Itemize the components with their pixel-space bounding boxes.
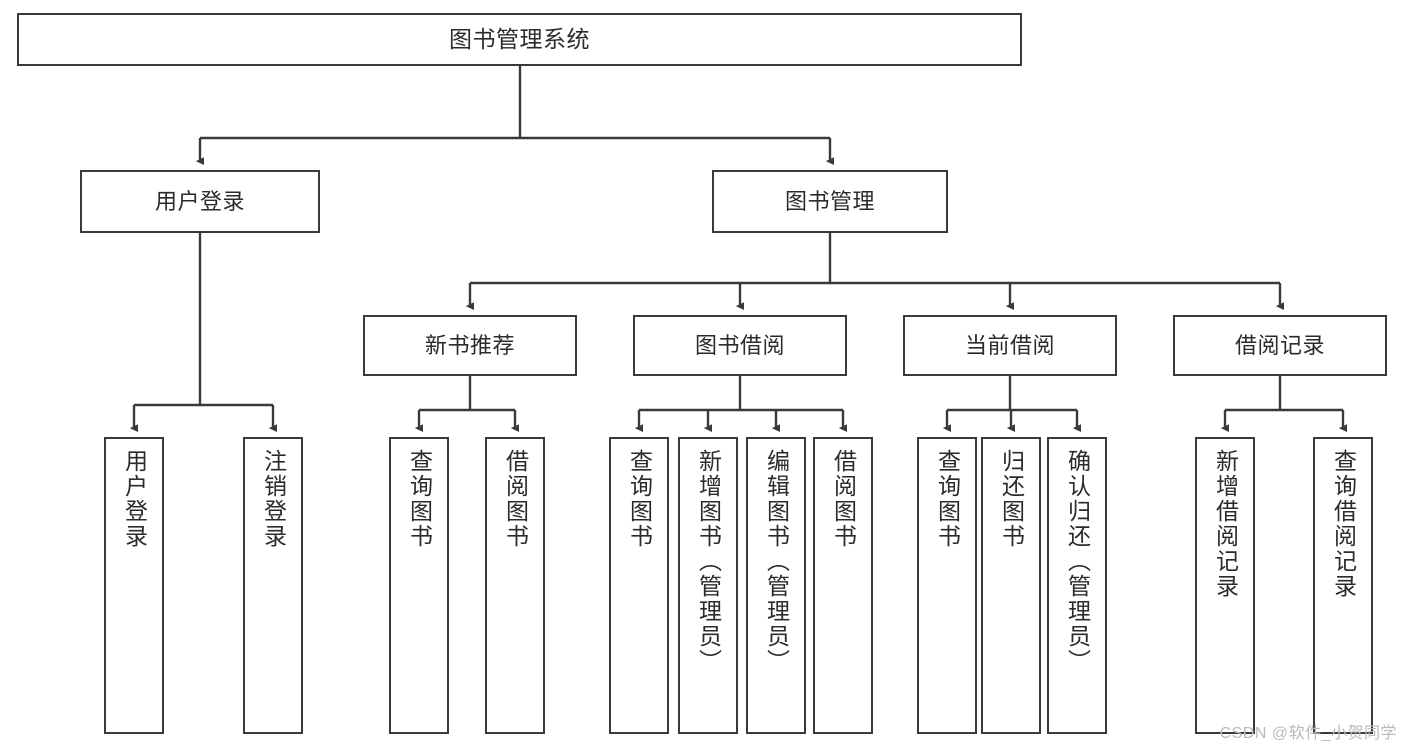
node-leaf-edit-b[interactable]: 编辑图书（管理员）: [746, 437, 806, 734]
node-label-leaf-borrow-b: 借阅图书: [830, 449, 857, 549]
node-leaf-add-b[interactable]: 新增图书（管理员）: [678, 437, 738, 734]
node-leaf-query-b[interactable]: 查询图书: [609, 437, 669, 734]
node-label-records: 借阅记录: [1234, 332, 1325, 358]
node-leaf-logout[interactable]: 注销登录: [243, 437, 303, 734]
node-leaf-add-r[interactable]: 新增借阅记录: [1195, 437, 1255, 734]
node-label-leaf-logout: 注销登录: [260, 449, 287, 549]
node-label-leaf-borrow-nb: 借阅图书: [502, 449, 529, 549]
node-newbook[interactable]: 新书推荐: [363, 315, 577, 376]
node-label-leaf-edit-b: 编辑图书（管理员）: [763, 449, 790, 674]
node-leaf-borrow-nb[interactable]: 借阅图书: [485, 437, 545, 734]
node-label-bookmgr: 图书管理: [784, 188, 875, 214]
node-leaf-query-c[interactable]: 查询图书: [917, 437, 977, 734]
node-label-leaf-login: 用户登录: [121, 449, 148, 549]
node-current[interactable]: 当前借阅: [903, 315, 1117, 376]
node-login[interactable]: 用户登录: [80, 170, 320, 233]
node-label-leaf-return-c: 归还图书: [998, 449, 1025, 549]
node-records[interactable]: 借阅记录: [1173, 315, 1387, 376]
node-label-login: 用户登录: [154, 188, 245, 214]
node-label-root: 图书管理系统: [449, 25, 590, 52]
node-leaf-query-nb[interactable]: 查询图书: [389, 437, 449, 734]
node-label-leaf-add-b: 新增图书（管理员）: [695, 449, 722, 674]
node-label-borrow: 图书借阅: [694, 332, 785, 358]
node-leaf-return-c[interactable]: 归还图书: [981, 437, 1041, 734]
node-root[interactable]: 图书管理系统: [17, 13, 1022, 66]
node-leaf-login[interactable]: 用户登录: [104, 437, 164, 734]
node-leaf-confirm-c[interactable]: 确认归还（管理员）: [1047, 437, 1107, 734]
node-label-leaf-query-b: 查询图书: [626, 449, 653, 549]
node-label-current: 当前借阅: [964, 332, 1055, 358]
watermark-text: CSDN @软件_小贺同学: [1219, 725, 1397, 742]
node-label-newbook: 新书推荐: [424, 332, 515, 358]
node-label-leaf-confirm-c: 确认归还（管理员）: [1064, 449, 1091, 674]
node-label-leaf-add-r: 新增借阅记录: [1212, 449, 1239, 599]
node-borrow[interactable]: 图书借阅: [633, 315, 847, 376]
node-leaf-borrow-b[interactable]: 借阅图书: [813, 437, 873, 734]
node-label-leaf-query-nb: 查询图书: [406, 449, 433, 549]
node-label-leaf-query-c: 查询图书: [934, 449, 961, 549]
node-leaf-query-r[interactable]: 查询借阅记录: [1313, 437, 1373, 734]
node-bookmgr[interactable]: 图书管理: [712, 170, 948, 233]
node-label-leaf-query-r: 查询借阅记录: [1330, 449, 1357, 599]
